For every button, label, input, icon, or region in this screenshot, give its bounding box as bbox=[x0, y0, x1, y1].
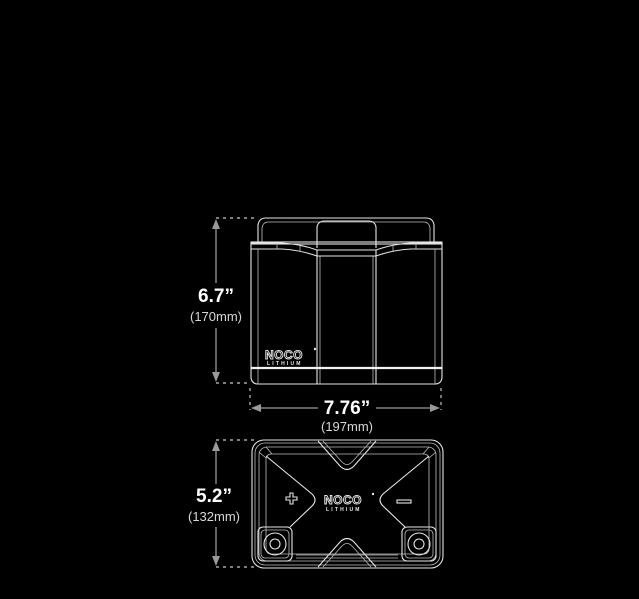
plus-icon bbox=[285, 492, 298, 505]
top-view: 5.2” (132mm) bbox=[188, 439, 444, 569]
logo-sub-text: LITHIUM bbox=[267, 361, 303, 367]
battery-top-outline bbox=[251, 439, 444, 569]
logo-sub-text-top: LITHIUM bbox=[326, 507, 362, 513]
height-arrow bbox=[212, 219, 220, 382]
battery-front-outline bbox=[250, 217, 443, 385]
depth-mm-label: (132mm) bbox=[188, 509, 240, 524]
logo-brand-text-top: NOCO bbox=[324, 493, 362, 507]
width-arrow bbox=[251, 404, 440, 412]
depth-arrow bbox=[212, 441, 220, 566]
width-inches-label: 7.76” bbox=[324, 398, 370, 419]
logo-brand-text: NOCO bbox=[265, 348, 303, 362]
noco-logo-front: NOCO LITHIUM bbox=[265, 348, 317, 367]
minus-icon bbox=[396, 499, 412, 504]
front-view: 6.7” (170mm) bbox=[190, 217, 443, 434]
width-mm-label: (197mm) bbox=[321, 419, 373, 434]
depth-inches-label: 5.2” bbox=[196, 486, 232, 507]
height-inches-label: 6.7” bbox=[198, 286, 234, 307]
noco-logo-top: NOCO LITHIUM bbox=[324, 493, 375, 513]
positive-terminal bbox=[257, 526, 293, 562]
negative-terminal bbox=[401, 526, 437, 562]
height-mm-label: (170mm) bbox=[190, 309, 242, 324]
